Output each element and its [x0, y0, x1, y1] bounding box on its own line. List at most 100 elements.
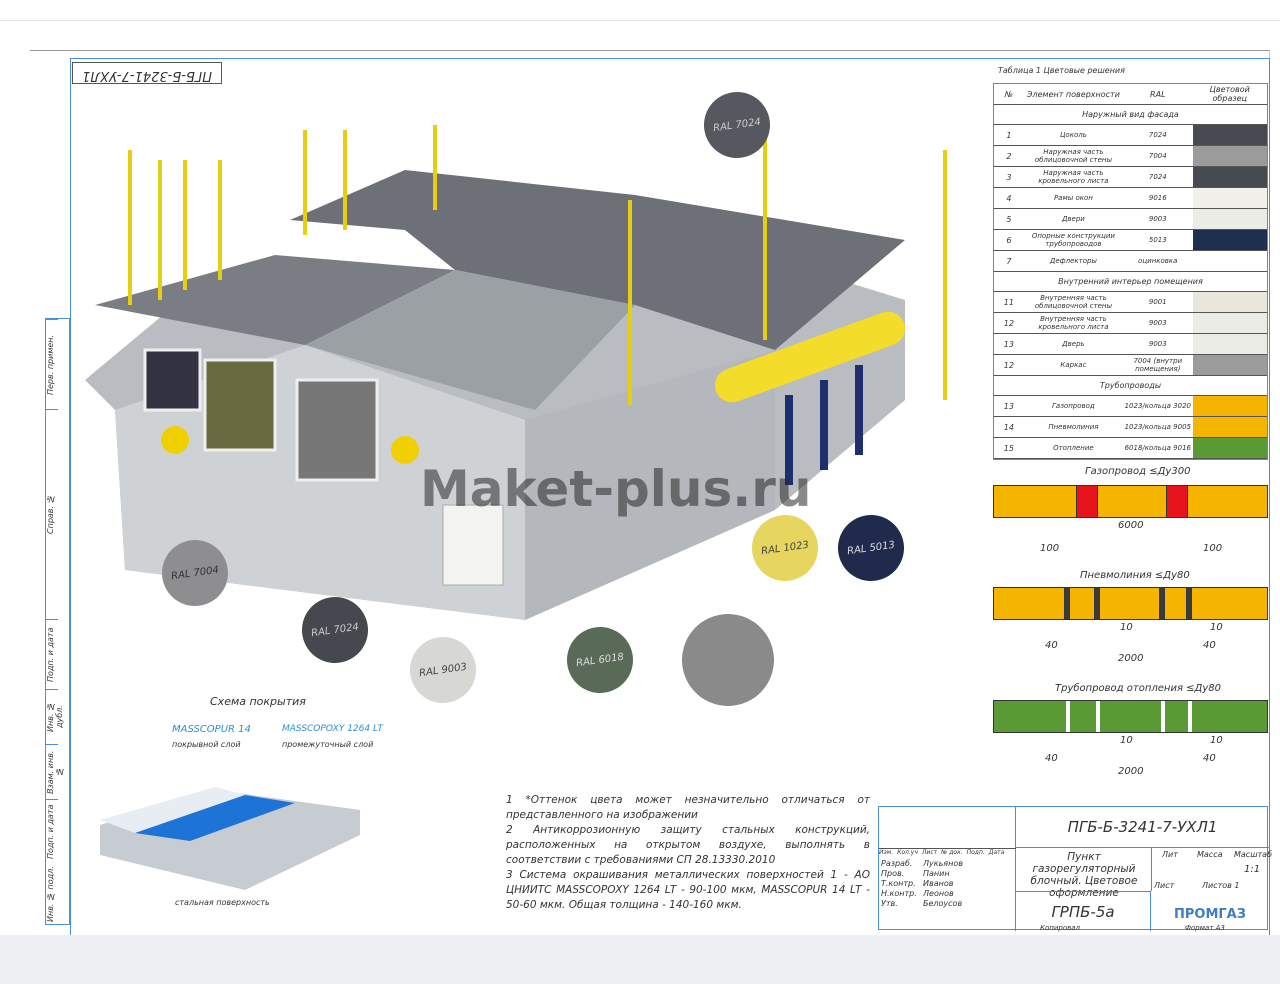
title-name: Пункт газорегуляторный блочный. Цветовое…	[1030, 851, 1138, 899]
title-header: Кол.уч	[897, 849, 918, 856]
row-ral: 7004	[1148, 152, 1167, 160]
person-name: Иванов	[923, 879, 954, 888]
row-number: 14	[1003, 422, 1014, 432]
table-title: Таблица 1 Цветовые решения	[998, 66, 1125, 75]
note: 2 Антикоррозионную защиту стальных конст…	[506, 824, 870, 866]
row-ral: 9003	[1148, 319, 1167, 327]
dim-label: 100	[1203, 543, 1223, 554]
color-swatch	[1192, 334, 1267, 354]
role: Пров.	[881, 869, 905, 878]
table-section: Наружный вид фасада	[994, 105, 1267, 125]
row-element: Пневмолиния	[1048, 423, 1099, 431]
title-header: № док.	[941, 849, 963, 856]
dim-label: 6000	[1118, 520, 1144, 531]
copied-label: Копировал	[1040, 924, 1080, 932]
row-element: Дверь	[1062, 340, 1085, 348]
row-ral: оцинковка	[1138, 257, 1178, 265]
signatory-row: Т.контр.Иванов	[881, 879, 963, 889]
dim-label: 100	[1040, 543, 1060, 554]
dim-label: 10	[1120, 622, 1133, 633]
row-number: 13	[1003, 339, 1014, 349]
pipe-title-pneumatic: Пневмолиния ≤Ду80	[1080, 570, 1190, 581]
building-illustration	[85, 120, 947, 620]
color-swatch	[1192, 125, 1267, 145]
row-number: 12	[1003, 318, 1014, 328]
row-ral: 7004 (внутри помещения)	[1133, 357, 1183, 373]
signatory-row: Пров. Панин	[881, 869, 963, 879]
row-element: Отопление	[1053, 444, 1094, 452]
person-name: Панин	[923, 869, 950, 878]
table-row: 12 Каркас 7004 (внутри помещения)	[994, 355, 1267, 376]
drawing-code-rotated: ПГБ-Б-3241-7-УХЛ1	[72, 62, 222, 84]
row-number: 5	[1006, 214, 1012, 224]
dim-label: 10	[1210, 622, 1223, 633]
watermark: Maket-plus.ru	[420, 460, 812, 518]
pipe-bar-pneumatic	[993, 587, 1268, 620]
header-cell: Элемент поверхности	[1026, 89, 1120, 99]
row-element: Газопровод	[1052, 402, 1095, 410]
dim-label: 40	[1203, 640, 1216, 651]
signatory-row: Н.контр.Леонов	[881, 889, 963, 899]
color-swatch	[1192, 313, 1267, 333]
pipe-bar-gas	[993, 485, 1268, 518]
stamp-cell: Взам. инв. №	[46, 744, 64, 799]
table-section: Трубопроводы	[994, 376, 1267, 396]
color-swatch	[1192, 417, 1267, 437]
title-header: Лист	[921, 849, 938, 856]
row-number: 12	[1003, 360, 1014, 370]
row-number: 3	[1006, 172, 1012, 182]
title-header: Изм.	[879, 849, 894, 856]
color-swatch	[1192, 438, 1267, 458]
color-swatch	[1192, 188, 1267, 208]
dim-label: 40	[1045, 753, 1058, 764]
role: Разраб.	[881, 859, 913, 868]
color-swatch	[1192, 396, 1267, 416]
coating-layers-illustration	[100, 787, 360, 890]
dim-label: 10	[1120, 735, 1133, 746]
row-element: Дефлекторы	[1049, 257, 1097, 265]
row-element: Внутренняя часть облицовочной стены	[1034, 294, 1112, 310]
row-element: Наружная часть кровельного листа	[1038, 169, 1109, 185]
signatory-row: Утв.Белоусов	[881, 899, 963, 909]
row-element: Рамы окон	[1053, 194, 1093, 202]
row-ral: 7024	[1148, 173, 1167, 181]
pipe-bar-heating	[993, 700, 1268, 733]
stamp-cell: Подп. и дата	[46, 619, 58, 689]
row-element: Цоколь	[1060, 131, 1087, 139]
row-ral: 9016	[1148, 194, 1167, 202]
person-name: Леонов	[923, 889, 954, 898]
pipe-title-heating: Трубопровод отопления ≤Ду80	[1055, 683, 1221, 694]
coating-title: Схема покрытия	[210, 695, 306, 708]
scale-value: 1:1	[1244, 864, 1261, 875]
stamp-cell: Инв. № дубл.	[46, 689, 64, 744]
company-logo: ПРОМГАЗ	[1174, 907, 1246, 922]
row-number: 7	[1006, 256, 1012, 266]
row-ral: 7024	[1148, 131, 1167, 139]
row-ral: 9001	[1148, 298, 1167, 306]
row-number: 1	[1006, 130, 1012, 140]
color-swatch	[1192, 292, 1267, 312]
table-section: Внутренний интерьер помещения	[994, 272, 1267, 292]
color-table: № Элемент поверхности RAL Цветовой образ…	[993, 83, 1268, 460]
header-cell: Цветовой образец	[1209, 85, 1250, 103]
coating-base-desc: стальная поверхность	[175, 898, 270, 907]
lit-label: Лит	[1162, 850, 1178, 859]
table-row: 3 Наружная часть кровельного листа 7024	[994, 167, 1267, 188]
row-element: Каркас	[1060, 361, 1087, 369]
title-product: ГРПБ-5а	[1016, 891, 1151, 931]
dim-label: 40	[1045, 640, 1058, 651]
color-swatch	[1192, 355, 1267, 375]
dim-label: 2000	[1118, 766, 1144, 777]
row-element: Двери	[1061, 215, 1085, 223]
person-name: Лукьянов	[923, 859, 963, 868]
row-ral: 1023/кольца 3020	[1124, 402, 1191, 410]
